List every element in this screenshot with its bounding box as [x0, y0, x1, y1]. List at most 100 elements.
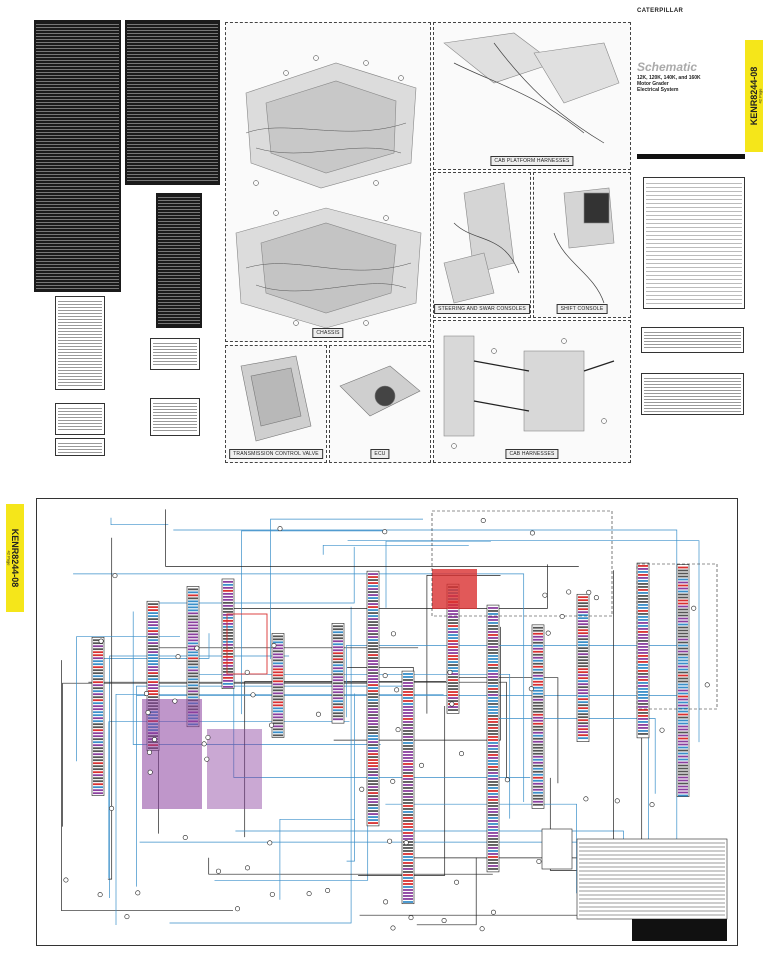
connector-pin: [368, 585, 378, 587]
connector-pin: [368, 612, 378, 614]
connector-pin: [93, 780, 103, 783]
connector-pin: [488, 679, 498, 681]
component-symbol: [235, 906, 241, 912]
connector-pin: [368, 729, 378, 731]
connector-pin: [678, 782, 688, 785]
connector-pin: [533, 707, 543, 710]
wire: [99, 633, 210, 659]
component-symbol: [175, 654, 181, 660]
connector-pin: [368, 678, 378, 680]
connector-pin: [273, 701, 283, 704]
connector-pin: [93, 639, 103, 642]
connector-pin: [148, 669, 158, 672]
connector-pin: [223, 685, 233, 688]
connector-pin: [333, 715, 343, 718]
component-symbol: [109, 805, 115, 811]
connector-pin: [578, 680, 588, 683]
connector-pin: [448, 694, 458, 696]
cab-platform-illustration: [443, 32, 620, 144]
connector-pin: [533, 764, 543, 767]
brand-logo: CATERPILLAR: [637, 8, 684, 14]
connector-pin: [403, 778, 413, 780]
component-symbol: [124, 914, 130, 920]
connector-pin: [488, 673, 498, 675]
connector-pin: [403, 748, 413, 750]
connector-pin: [403, 712, 413, 714]
component-symbol: [583, 796, 589, 802]
component-symbol: [586, 589, 592, 595]
connector-pin: [188, 618, 198, 621]
wire: [62, 682, 373, 827]
connector-pin: [448, 649, 458, 651]
wire: [146, 546, 355, 604]
connector-pin: [188, 666, 198, 669]
connector-pin: [188, 621, 198, 624]
doc-tag-left: KENR8244-08 42 Page: [6, 504, 24, 612]
connector-pin: [368, 684, 378, 686]
connector-pin: [533, 644, 543, 647]
connector-pin: [638, 652, 648, 654]
component-symbol: [277, 526, 283, 532]
connector-pin: [638, 667, 648, 669]
connector-pin: [273, 683, 283, 686]
connector-pin: [678, 752, 688, 755]
connector-pin: [188, 624, 198, 627]
connector-pin: [273, 653, 283, 656]
connector-pin: [678, 695, 688, 698]
connector-pin: [488, 799, 498, 801]
connector-pin: [678, 575, 688, 578]
shift-console-illustration: [553, 187, 615, 304]
connector-pin: [93, 705, 103, 708]
connector-pin: [403, 889, 413, 891]
connector-pin: [368, 690, 378, 692]
connector-pin: [403, 721, 413, 723]
connector-pin: [148, 660, 158, 663]
connector-pin: [223, 661, 233, 664]
connector-pin: [93, 696, 103, 699]
connector-pin: [148, 657, 158, 660]
connector-pin: [488, 751, 498, 753]
connector-pin: [678, 572, 688, 575]
chassis-label: CHASSIS: [312, 328, 344, 338]
connector-pin: [578, 707, 588, 710]
connector-pin: [488, 793, 498, 795]
connector-pin: [403, 733, 413, 735]
connector-pin: [678, 716, 688, 719]
connector-pin: [488, 667, 498, 669]
connector-pin: [638, 586, 648, 588]
component-symbol: [454, 879, 460, 885]
note-box: [541, 828, 573, 870]
connector-pin: [188, 654, 198, 657]
connector-pin: [533, 632, 543, 635]
connector-pin: [678, 764, 688, 767]
connector-pin: [333, 625, 343, 628]
connector-pin: [403, 754, 413, 756]
connector-pin: [488, 682, 498, 684]
connector-pin: [188, 645, 198, 648]
connector-pin: [488, 709, 498, 711]
connector-pin: [368, 675, 378, 677]
connector-pin: [403, 673, 413, 675]
connector-pin: [333, 712, 343, 715]
connector-pin: [273, 635, 283, 638]
connector-pin: [488, 727, 498, 729]
connector-pin: [93, 720, 103, 723]
connector-pin: [533, 692, 543, 695]
connector-pin: [223, 643, 233, 646]
connector-pin: [368, 600, 378, 602]
connector-pin: [678, 722, 688, 725]
connector-pin: [448, 658, 458, 660]
inset-frame: [431, 510, 613, 617]
connector-pin: [223, 625, 233, 628]
component-symbol: [382, 673, 388, 679]
connector-pin: [188, 597, 198, 600]
connector-pin: [578, 722, 588, 725]
connector-pin: [678, 653, 688, 656]
steering-label: STEERING AND SWAR CONSOLES: [434, 304, 530, 314]
connector-pin: [488, 646, 498, 648]
connector-pin: [93, 735, 103, 738]
cab-harnesses-region: CAB HARNESSES: [433, 320, 631, 463]
connector-pin: [448, 640, 458, 642]
wire: [165, 509, 579, 567]
connector-pin: [368, 606, 378, 608]
